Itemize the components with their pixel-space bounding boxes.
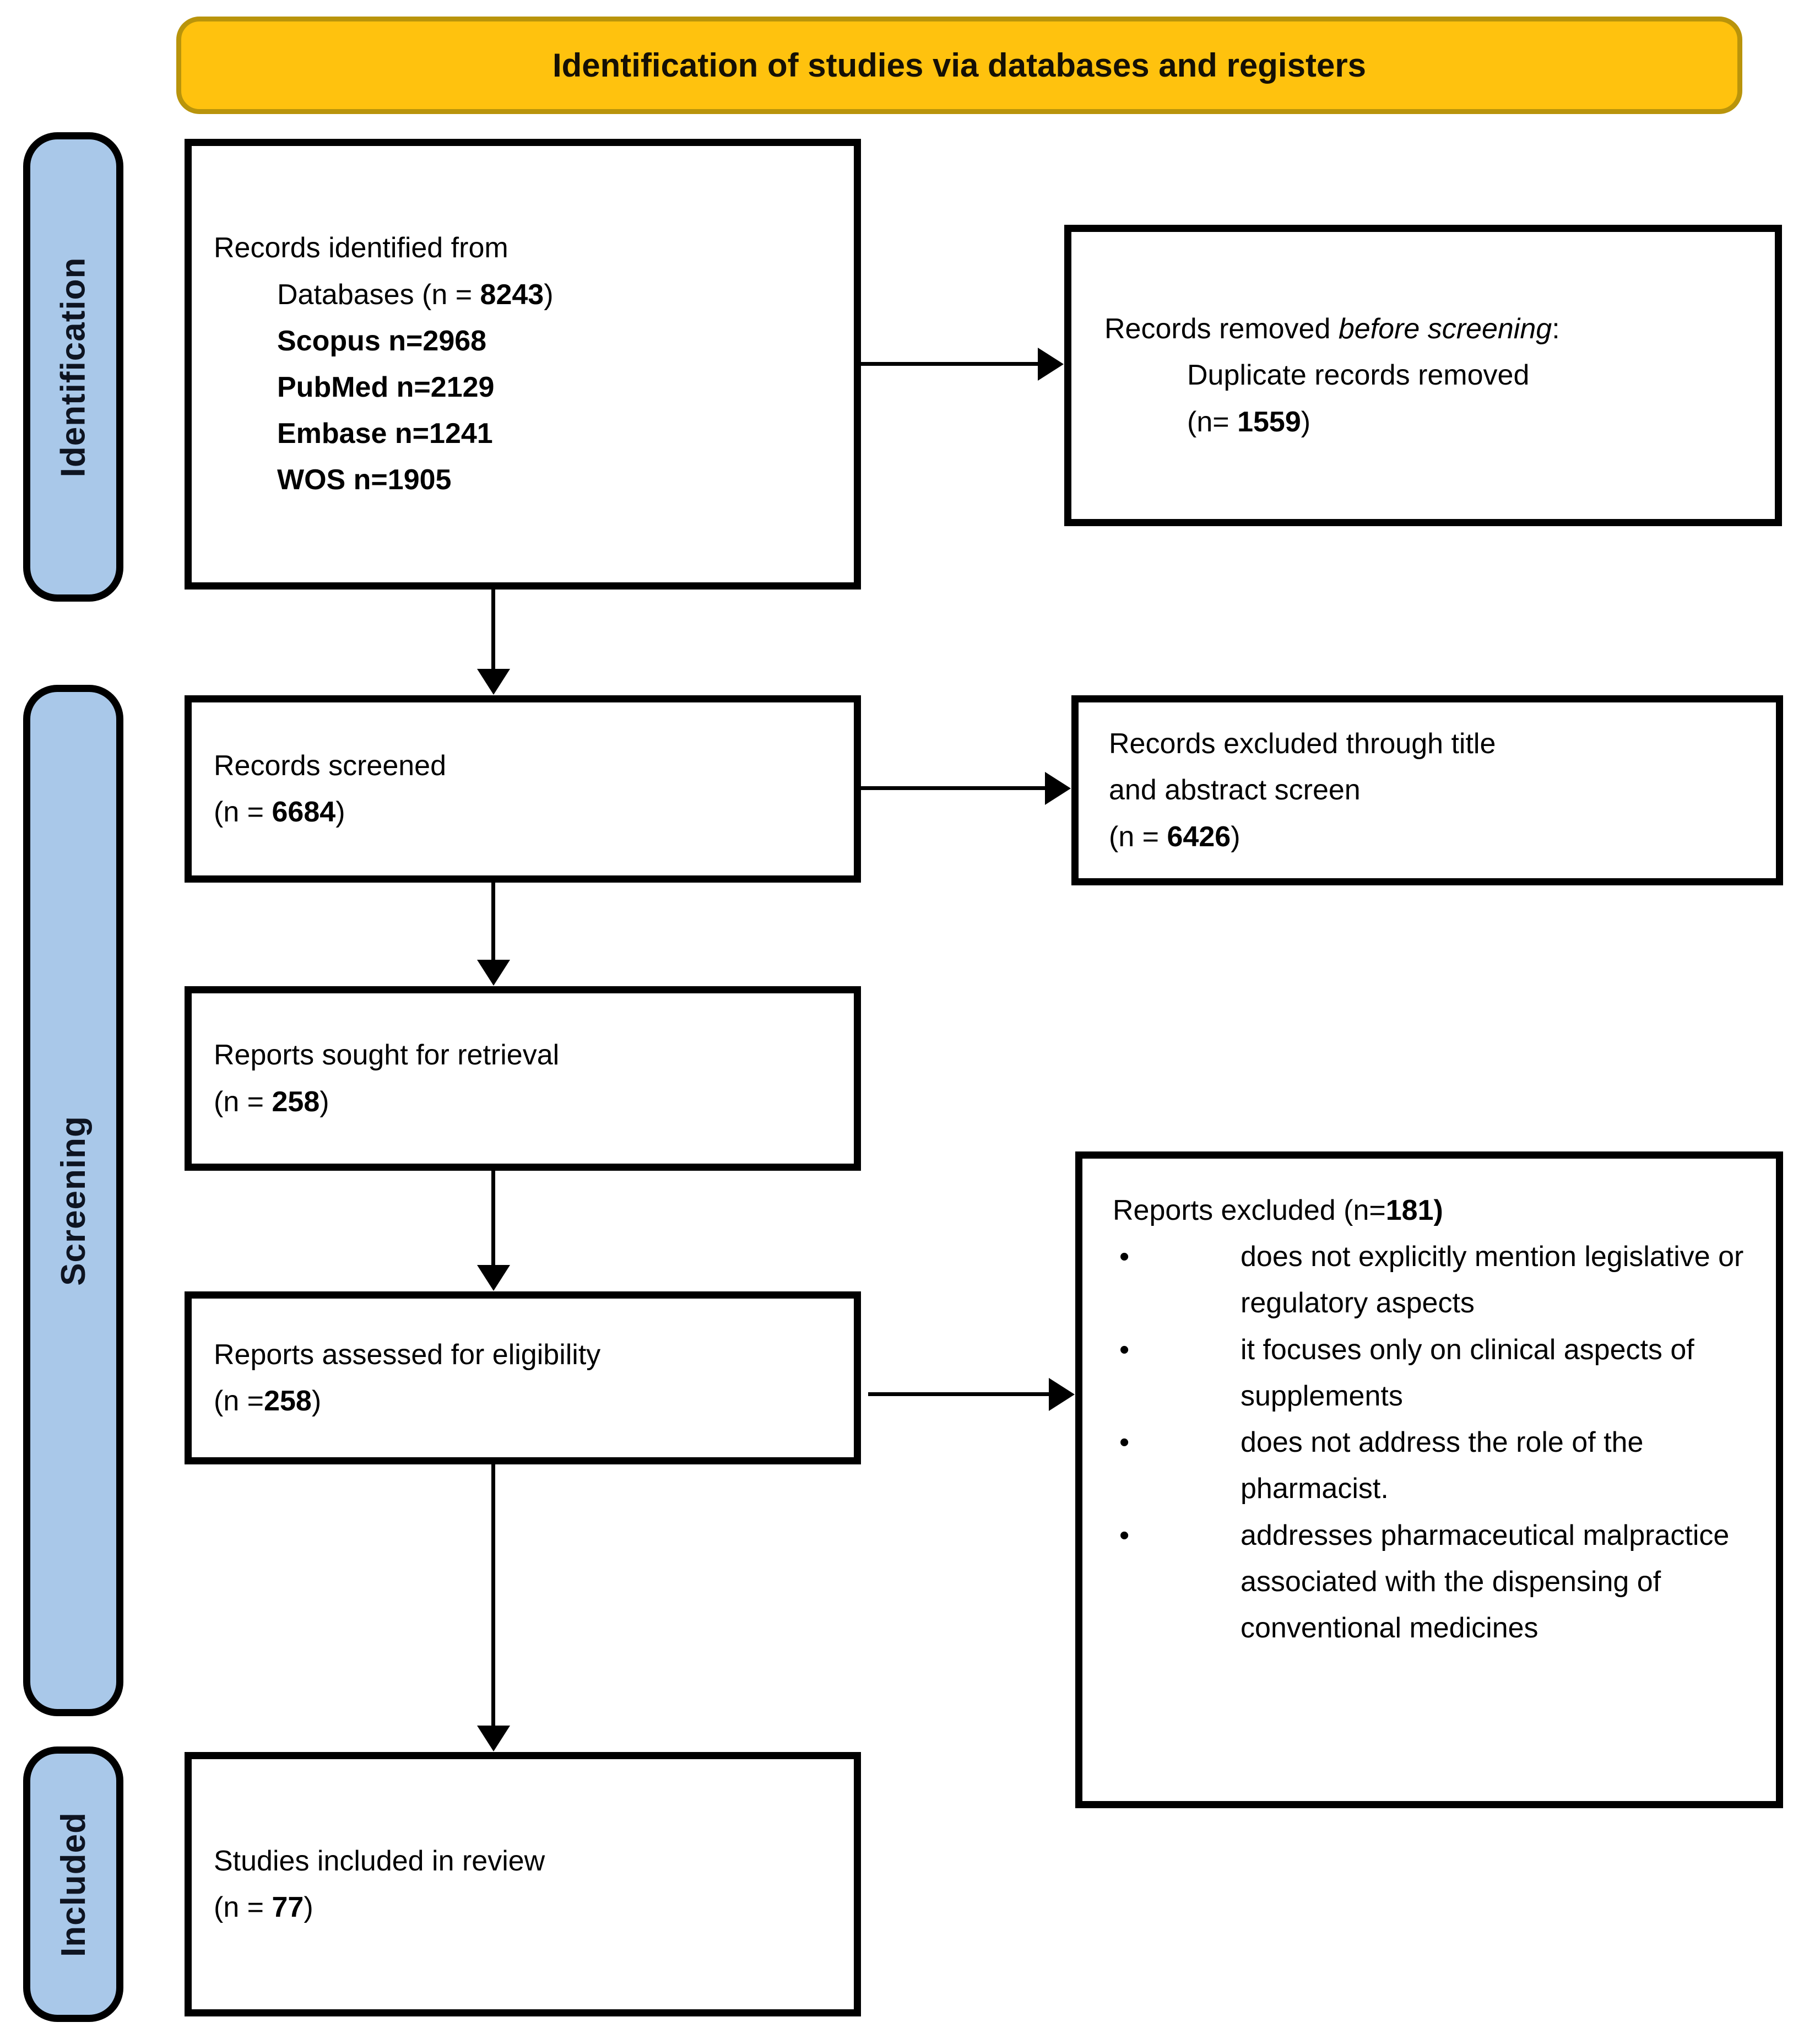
arrow-screened-to-excluded <box>861 786 1046 790</box>
reports-sought-count: (n = 258) <box>214 1085 329 1118</box>
records-removed-detail: Duplicate records removed <box>1187 359 1530 392</box>
box-records-excluded-title-abstract: Records excluded through title and abstr… <box>1071 695 1783 885</box>
records-identified-intro: Records identified from <box>214 232 508 264</box>
source-pubmed: PubMed n=2129 <box>277 371 495 403</box>
source-wos: WOS n=1905 <box>277 464 452 496</box>
arrow-assessed-to-included <box>491 1464 495 1726</box>
arrow-identified-to-removed <box>861 362 1038 366</box>
studies-included-count: (n = 77) <box>214 1891 313 1923</box>
records-screened-label: Records screened <box>214 749 446 782</box>
arrow-screened-to-sought <box>491 883 495 960</box>
records-screened-count: (n = 6684) <box>214 796 345 828</box>
box-reports-sought: Reports sought for retrieval (n = 258) <box>185 986 861 1171</box>
excluded-reason-1: does not explicitly mention legislative … <box>1113 1234 1746 1326</box>
excluded-reason-3: does not address the role of the pharmac… <box>1113 1419 1746 1512</box>
arrow-sought-to-assessed <box>491 1171 495 1266</box>
box-reports-excluded: Reports excluded (n=181) does not explic… <box>1075 1151 1783 1808</box>
records-excluded-line1: Records excluded through title <box>1109 728 1496 760</box>
records-removed-count: (n= 1559) <box>1187 405 1311 438</box>
source-embase: Embase n=1241 <box>277 418 493 450</box>
box-reports-assessed: Reports assessed for eligibility (n =258… <box>185 1291 861 1464</box>
stage-label-screening: Screening <box>23 685 123 1716</box>
studies-included-label: Studies included in review <box>214 1845 545 1877</box>
arrow-assessed-to-reports-excluded <box>868 1392 1049 1396</box>
stage-label-screening-text: Screening <box>54 1115 93 1286</box>
reports-assessed-count: (n =258) <box>214 1385 322 1417</box>
reports-sought-label: Reports sought for retrieval <box>214 1039 560 1072</box>
reports-excluded-header: Reports excluded (n=181) <box>1113 1194 1443 1226</box>
reports-excluded-reasons: does not explicitly mention legislative … <box>1113 1234 1746 1651</box>
excluded-reason-2: it focuses only on clinical aspects of s… <box>1113 1327 1746 1419</box>
stage-label-identification-text: Identification <box>54 257 93 477</box>
records-excluded-count: (n = 6426) <box>1109 820 1241 853</box>
source-scopus: Scopus n=2968 <box>277 325 487 357</box>
box-studies-included: Studies included in review (n = 77) <box>185 1752 861 2016</box>
box-records-removed: Records removed before screening: Duplic… <box>1064 225 1782 526</box>
stage-label-identification: Identification <box>23 132 123 602</box>
records-excluded-line2: and abstract screen <box>1109 774 1361 807</box>
box-records-screened: Records screened (n = 6684) <box>185 695 861 883</box>
box-records-identified: Records identified from Databases (n = 8… <box>185 139 861 590</box>
arrow-identified-to-screened <box>491 590 495 669</box>
stage-label-included-text: Included <box>54 1812 93 1957</box>
reports-assessed-label: Reports assessed for eligibility <box>214 1338 601 1371</box>
records-identified-databases: Databases (n = 8243) <box>277 278 554 311</box>
records-removed-header: Records removed before screening: <box>1104 313 1560 345</box>
stage-label-included: Included <box>23 1746 123 2022</box>
banner-title-text: Identification of studies via databases … <box>552 47 1367 84</box>
excluded-reason-4: addresses pharmaceutical malpractice ass… <box>1113 1512 1746 1652</box>
banner-title: Identification of studies via databases … <box>176 17 1742 114</box>
